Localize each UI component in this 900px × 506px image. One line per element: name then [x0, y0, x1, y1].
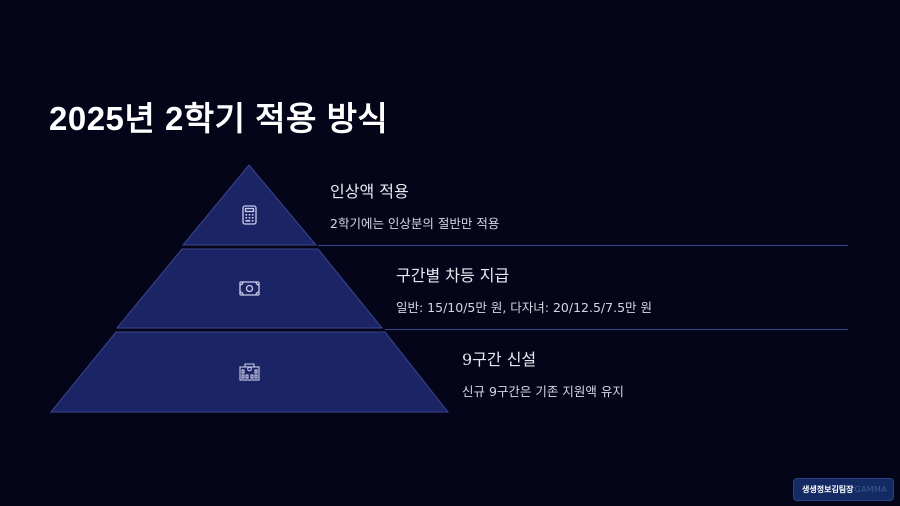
school-building-icon — [239, 363, 260, 381]
made-with-gamma-badge[interactable]: 생생정보김팀장 GAMMA — [793, 478, 894, 501]
badge-brand: 생생정보김팀장 — [802, 485, 854, 494]
tier-divider-1 — [318, 245, 848, 246]
tier-1-title: 인상액 적용 — [330, 182, 409, 201]
page-title: 2025년 2학기 적용 방식 — [49, 100, 389, 137]
tier-2-description: 일반: 15/10/5만 원, 다자녀: 20/12.5/7.5만 원 — [396, 300, 652, 315]
tier-divider-2 — [385, 329, 848, 330]
pyramid-tier-middle — [115, 248, 384, 329]
pyramid-tier-bottom — [49, 331, 450, 413]
badge-gamma-label: GAMMA — [854, 485, 887, 494]
calculator-icon — [242, 205, 257, 225]
tier-2-title: 구간별 차등 지급 — [396, 266, 510, 285]
pyramid-tier-top — [181, 164, 318, 246]
tier-3-description: 신규 9구간은 기존 지원액 유지 — [462, 384, 624, 399]
tier-3-title: 9구간 신설 — [462, 350, 537, 369]
banknote-icon — [239, 281, 260, 296]
tier-1-description: 2학기에는 인상분의 절반만 적용 — [330, 216, 500, 231]
